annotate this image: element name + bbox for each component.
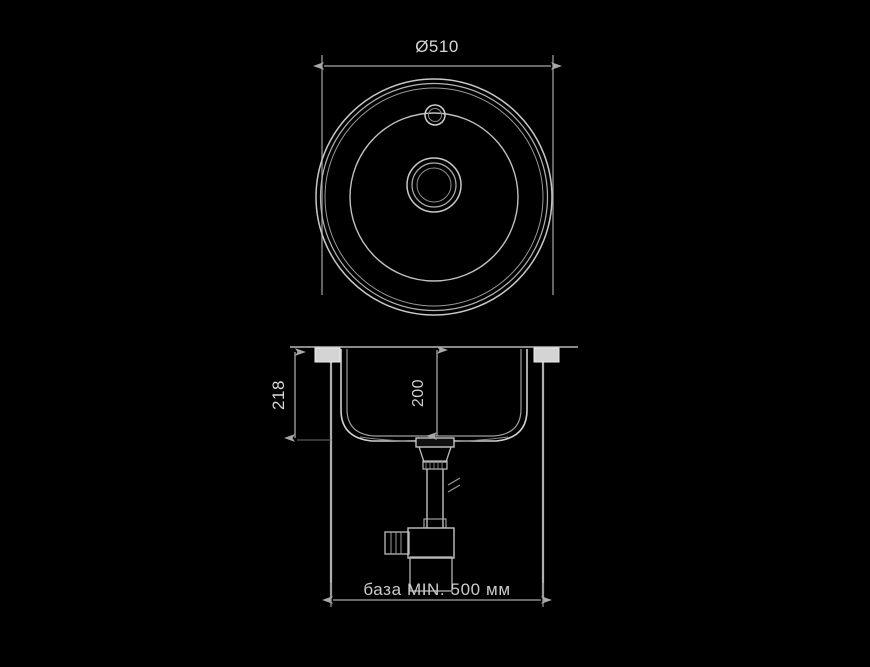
siphon-body bbox=[407, 527, 455, 559]
sink-outer-edge bbox=[315, 78, 553, 316]
base-label: база MIN. 500 мм bbox=[363, 580, 510, 599]
mount-clip-left bbox=[314, 347, 341, 363]
drain-fitting-flange bbox=[415, 437, 455, 448]
tap-hole-icon bbox=[424, 104, 446, 126]
sink-bowl-opening bbox=[349, 112, 519, 282]
drain-collar-threads bbox=[425, 461, 443, 469]
diameter-label: Ø510 bbox=[415, 37, 459, 56]
top-view-group: Ø510 bbox=[313, 37, 562, 316]
mount-clip-right bbox=[533, 347, 560, 363]
tap-hole-inner-ring bbox=[428, 108, 442, 122]
sink-rim-line bbox=[324, 87, 544, 307]
siphon-cup bbox=[409, 556, 453, 592]
siphon-outlet-ribs bbox=[390, 532, 402, 554]
drain-collar bbox=[422, 460, 448, 470]
drain-hole-mid-ring bbox=[411, 162, 457, 208]
pipe-callout-marks bbox=[447, 477, 461, 493]
drain-hole-outer-ring bbox=[406, 157, 462, 213]
bowl-depth-label: 200 bbox=[410, 379, 427, 407]
section-view-group: 218 200 база MIN. 500 мм bbox=[269, 346, 578, 607]
drain-hole-inner-ring bbox=[416, 167, 452, 203]
sink-outer-edge-inner bbox=[319, 82, 549, 312]
depth-label: 218 bbox=[269, 380, 288, 410]
siphon-outlet bbox=[384, 531, 410, 555]
drain-fitting-body bbox=[418, 446, 452, 463]
